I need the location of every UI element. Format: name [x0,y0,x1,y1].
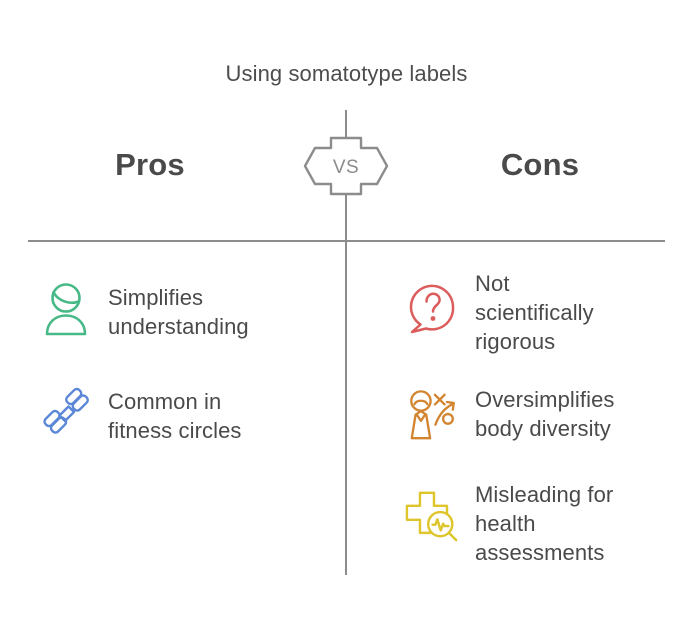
horizontal-divider [28,240,665,242]
vs-badge: VS [301,134,391,198]
list-item-label: Common in fitness circles [108,389,242,443]
list-item: Simplifies understanding [38,281,249,341]
health-cross-magnifier-icon [405,478,461,542]
list-item: Not scientifically rigorous [405,267,594,356]
person-icon [38,281,94,337]
column-heading-pros: Pros [115,147,185,182]
list-item-label: Not scientifically rigorous [475,271,594,354]
list-item-label: Misleading for health assessments [475,482,614,565]
question-speech-bubble-icon [405,267,461,337]
list-item: Misleading for health assessments [405,478,613,567]
page-title: Using somatotype labels [225,61,468,86]
vs-label: VS [333,157,359,178]
column-heading-cons: Cons [500,147,580,182]
vertical-divider-bottom [345,190,347,575]
list-item-label: Oversimplifies body diversity [475,387,615,441]
list-item: Oversimplifies body diversity [405,383,615,443]
list-item: Common in fitness circles [38,385,242,445]
list-item-label: Simplifies understanding [108,285,249,339]
dumbbell-icon [38,385,94,441]
vs-arrow-shape [303,136,389,196]
person-diversity-chart-icon [405,383,461,443]
vertical-divider-top [345,110,347,143]
